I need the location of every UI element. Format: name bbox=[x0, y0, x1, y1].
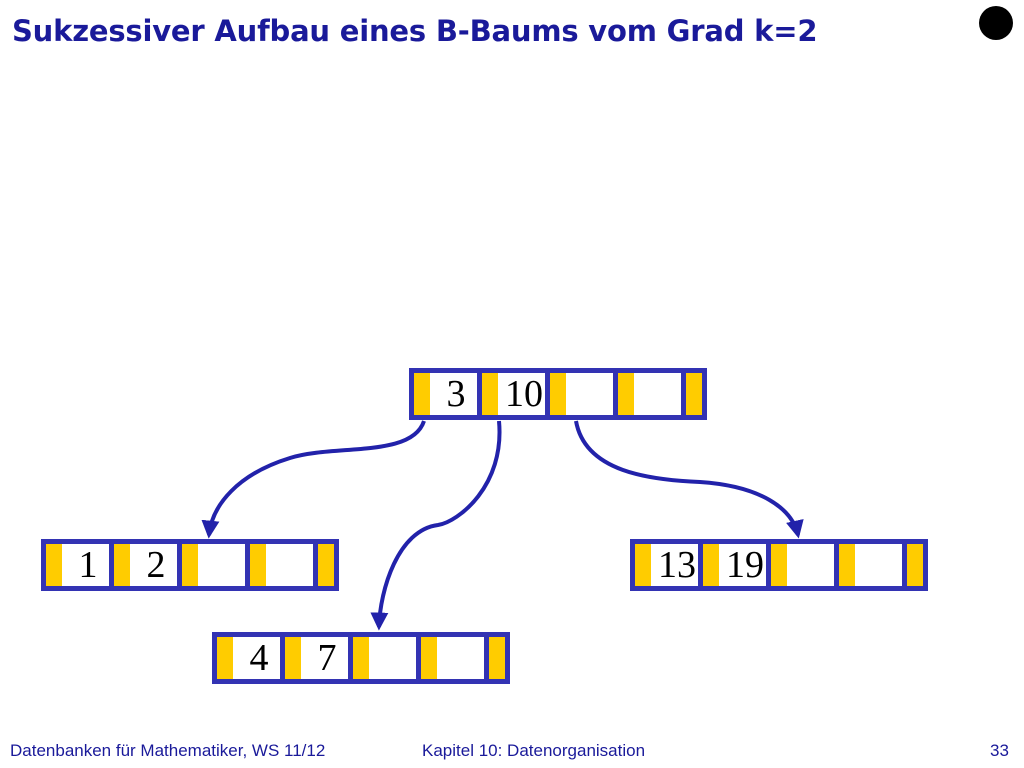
pointer-slot bbox=[902, 539, 928, 591]
key-slot bbox=[634, 368, 686, 420]
footer-course: Datenbanken für Mathematiker, WS 11/12 bbox=[10, 741, 326, 760]
key-slot bbox=[198, 539, 250, 591]
key-slot: 1 bbox=[62, 539, 114, 591]
key-slot: 10 bbox=[498, 368, 550, 420]
bullet-dot-icon bbox=[979, 6, 1013, 40]
edge-root-to-left bbox=[201, 420, 426, 539]
pointer-slot bbox=[484, 632, 510, 684]
key-slot: 4 bbox=[233, 632, 285, 684]
btree-node-left: 1 2 bbox=[41, 539, 339, 591]
key-slot: 13 bbox=[651, 539, 703, 591]
key-slot bbox=[787, 539, 839, 591]
btree-node-right: 13 19 bbox=[630, 539, 928, 591]
key-slot bbox=[266, 539, 318, 591]
key-slot: 2 bbox=[130, 539, 182, 591]
btree-node-middle: 4 7 bbox=[212, 632, 510, 684]
pointer-slot bbox=[313, 539, 339, 591]
edge-root-to-middle bbox=[370, 420, 502, 631]
footer-chapter: Kapitel 10: Datenorganisation bbox=[422, 741, 646, 760]
pointer-slot bbox=[681, 368, 707, 420]
key-slot bbox=[855, 539, 907, 591]
key-slot bbox=[369, 632, 421, 684]
key-slot bbox=[437, 632, 489, 684]
edge-root-to-right bbox=[574, 420, 804, 539]
footer-page-number: 33 bbox=[990, 741, 1009, 760]
slide-title: Sukzessiver Aufbau eines B-Baums vom Gra… bbox=[12, 14, 818, 48]
key-slot: 19 bbox=[719, 539, 771, 591]
btree-node-root: 3 10 bbox=[409, 368, 707, 420]
key-slot: 3 bbox=[430, 368, 482, 420]
key-slot bbox=[566, 368, 618, 420]
key-slot: 7 bbox=[301, 632, 353, 684]
